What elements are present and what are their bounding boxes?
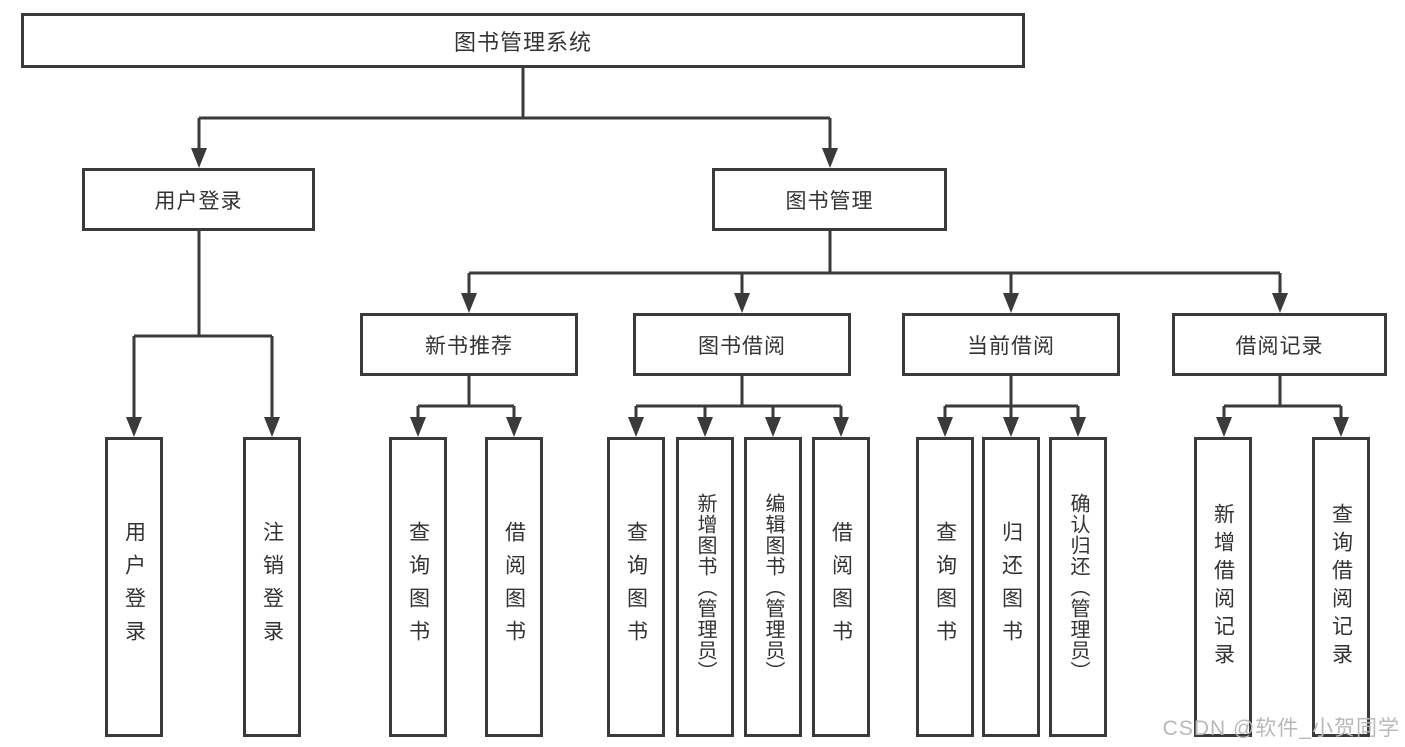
node-new-book-recommend: 新书推荐 (360, 313, 578, 376)
leaf-query-borrow-record: 查询借阅记录 (1312, 437, 1370, 737)
leaf-add-borrow-record: 新增借阅记录 (1194, 437, 1252, 737)
leaf-return-book: 归还图书 (982, 437, 1040, 737)
node-borrowing-records: 借阅记录 (1172, 313, 1387, 376)
leaf-add-borrow-record-label: 新增借阅记录 (1211, 503, 1235, 671)
leaf-query-books-borrow: 查询图书 (607, 437, 665, 737)
leaf-borrow-books: 借阅图书 (812, 437, 870, 737)
leaf-query-books-recommend-label: 查询图书 (406, 521, 430, 653)
leaf-edit-book-admin: 编辑图书（管理员） (744, 437, 802, 737)
leaf-add-book-admin-label: 新增图书（管理员） (694, 492, 716, 682)
leaf-logout-label: 注销登录 (260, 521, 284, 653)
node-current-borrowing: 当前借阅 (902, 313, 1120, 376)
node-root: 图书管理系统 (21, 13, 1025, 68)
node-book-borrowing: 图书借阅 (633, 313, 851, 376)
leaf-logout: 注销登录 (243, 437, 301, 737)
leaf-borrow-books-recommend-label: 借阅图书 (502, 521, 526, 653)
leaf-query-books-recommend: 查询图书 (389, 437, 447, 737)
leaf-edit-book-admin-label: 编辑图书（管理员） (762, 492, 784, 682)
watermark: CSDN @软件_小贺同学 (1162, 717, 1400, 740)
node-user-login: 用户登录 (82, 168, 315, 231)
leaf-borrow-books-label: 借阅图书 (829, 521, 853, 653)
leaf-add-book-admin: 新增图书（管理员） (676, 437, 734, 737)
leaf-user-login-label: 用户登录 (122, 521, 146, 653)
leaf-query-borrow-record-label: 查询借阅记录 (1329, 503, 1353, 671)
leaf-return-book-label: 归还图书 (999, 521, 1023, 653)
node-book-management: 图书管理 (712, 168, 947, 231)
leaf-borrow-books-recommend: 借阅图书 (485, 437, 543, 737)
leaf-user-login: 用户登录 (105, 437, 163, 737)
leaf-query-books-borrow-label: 查询图书 (624, 521, 648, 653)
leaf-confirm-return-admin: 确认归还（管理员） (1049, 437, 1107, 737)
leaf-query-books-current-label: 查询图书 (933, 521, 957, 653)
leaf-confirm-return-admin-label: 确认归还（管理员） (1067, 492, 1089, 682)
leaf-query-books-current: 查询图书 (916, 437, 974, 737)
